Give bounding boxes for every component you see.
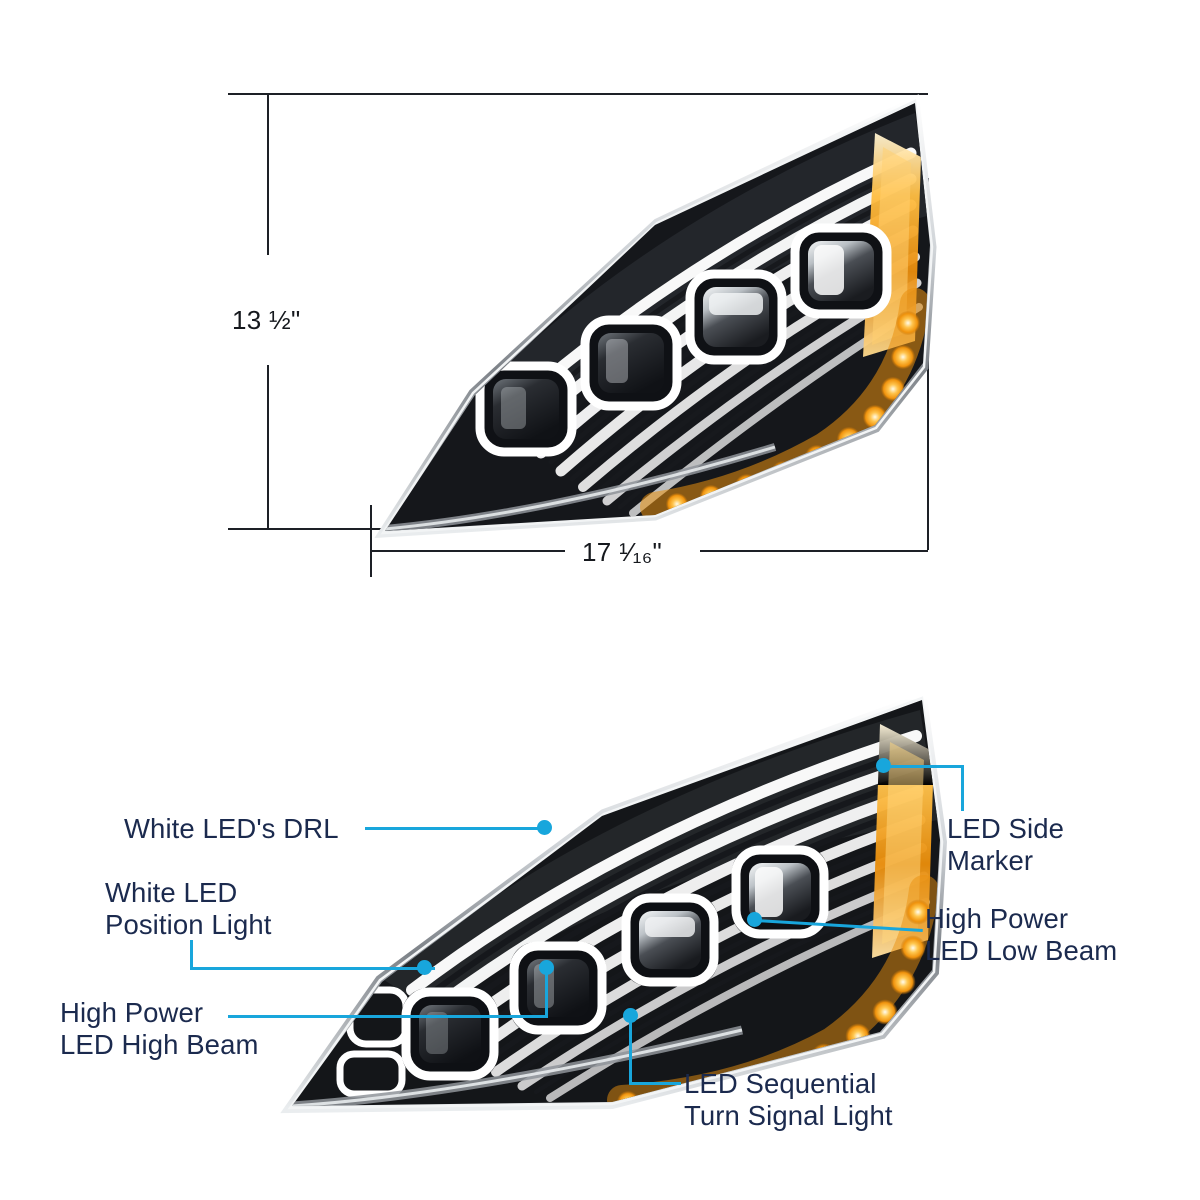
dimension-extension-bottom	[228, 528, 428, 530]
dimension-line-height	[267, 93, 269, 255]
leader-line-side-marker-vertical	[961, 765, 965, 811]
dimension-height-label: 13 ½"	[232, 305, 301, 335]
callout-label-high-power-high-beam-line1: High Power	[60, 997, 204, 1028]
leader-line-turn-signal-horizontal	[629, 1082, 681, 1086]
leader-dot-turn-signal	[623, 1008, 638, 1023]
callout-label-high-power-low-beam-line2: LED Low Beam	[925, 935, 1118, 966]
callout-label-white-leds-drl: White LED's DRL	[124, 813, 339, 844]
callout-label-white-led-position-line2: Position Light	[105, 909, 272, 940]
headlight-assembly-top	[355, 94, 937, 539]
dimension-line-width-right	[700, 550, 928, 552]
callout-label-white-led-position-line1: White LED	[105, 877, 238, 908]
leader-dot-white-leds-drl	[537, 820, 552, 835]
leader-line-high-beam-horizontal	[228, 1015, 548, 1019]
dimension-width-label: 17 ¹⁄₁₆"	[582, 537, 663, 567]
headlight-assembly-bottom	[272, 690, 952, 1114]
leader-dot-high-beam	[539, 960, 554, 975]
leader-line-turn-signal-vertical	[629, 1015, 633, 1085]
callout-label-led-side-marker-line1: LED Side	[947, 813, 1064, 844]
dimension-line-height-lower	[267, 365, 269, 528]
callout-label-led-turn-signal-line1: LED Sequential	[684, 1068, 877, 1099]
leader-line-position-vertical	[190, 940, 194, 970]
callout-label-led-turn-signal-line2: Turn Signal Light	[684, 1100, 893, 1131]
callout-label-high-power-low-beam-line1: High Power	[925, 903, 1069, 934]
leader-dot-low-beam	[747, 912, 762, 927]
leader-dot-side-marker	[876, 758, 891, 773]
leader-line-high-beam-vertical	[545, 967, 549, 1017]
leader-line-side-marker-horizontal	[884, 765, 964, 769]
dimension-extension-top	[228, 93, 928, 95]
dimension-tick-bottom-left	[370, 505, 372, 577]
callout-label-led-side-marker-line2: Marker	[947, 845, 1034, 876]
dimension-line-width	[370, 550, 565, 552]
leader-dot-position	[417, 960, 432, 975]
leader-line-white-leds-drl	[365, 827, 545, 831]
callout-label-high-power-high-beam-line2: LED High Beam	[60, 1029, 259, 1060]
leader-line-position-horizontal	[190, 967, 435, 971]
